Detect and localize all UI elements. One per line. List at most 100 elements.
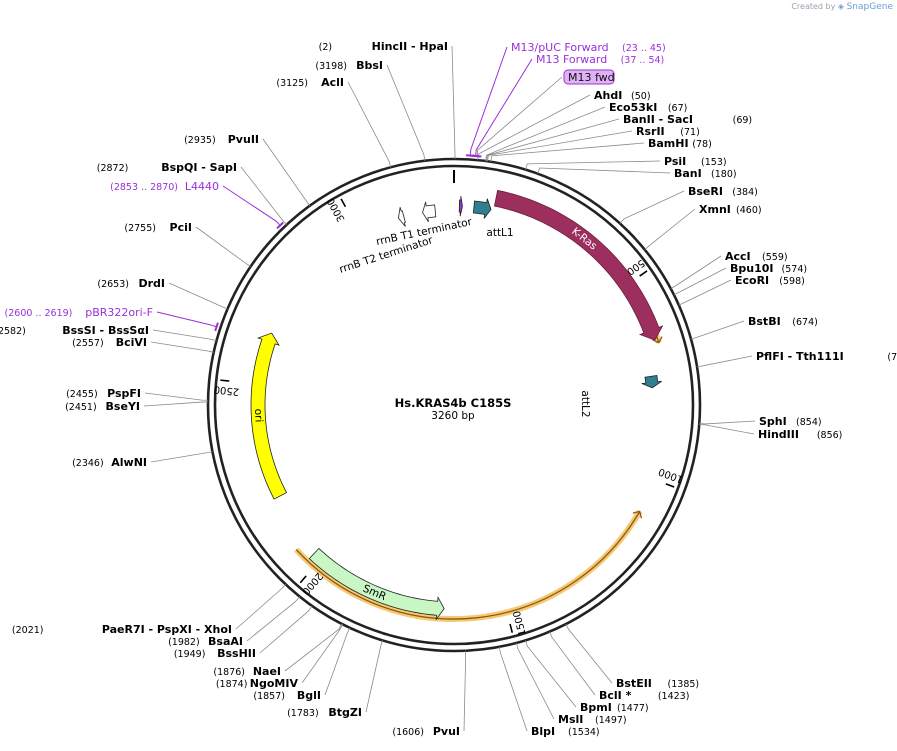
primer-m13-puc-forward[interactable]: M13/pUC Forward(23 .. 45) [511,41,666,54]
site-bspqi-sapi[interactable]: BspQI - SapI(2872) [97,161,237,174]
site-position: (1606) [392,727,424,738]
site-bpmi[interactable]: BpmI(1477) [580,701,649,714]
site-ecori[interactable]: EcoRI(598) [735,274,805,287]
site-name: BamHI [648,137,689,150]
site-leader [195,226,251,267]
site-pvui[interactable]: PvuI(1606) [392,725,460,738]
site-bcli[interactable]: BclI *(1423) [599,689,689,702]
site-blpi[interactable]: BlpI(1534) [531,725,600,738]
feature-attl1[interactable] [472,198,492,219]
site-leader [284,623,343,672]
feature-smr[interactable] [308,547,445,621]
site-leader [549,631,596,696]
site-sphi[interactable]: SphI(854) [759,415,822,428]
site-pspfi[interactable]: PspFI(2455) [66,387,141,400]
site-hindiii[interactable]: HindIII(856) [758,428,842,441]
site-banii-saci[interactable]: BanII - SacI(69) [623,113,752,126]
feature-label-attl1: attL1 [486,227,513,239]
site-pflfi-tth111i[interactable]: PflFI - Tth111I(734) [756,350,897,363]
site-bbsi[interactable]: BbsI(3198) [315,59,383,72]
site-drdi[interactable]: DrdI(2653) [97,277,165,290]
site-position: (78) [692,139,712,150]
site-msli[interactable]: MslI(1497) [558,713,627,726]
site-position: (574) [782,264,808,275]
site-leader [240,166,288,225]
site-name: BstBI [748,315,781,328]
tick-label-1000: 1000 [657,465,685,484]
site-position: (1876) [213,667,245,678]
site-bsteii[interactable]: BstEII(1385) [616,677,699,690]
primer-layer: M13/pUC Forward(23 .. 45)M13 Forward(37 … [5,41,666,332]
site-leader [301,624,343,684]
site-pvuii[interactable]: PvuII(2935) [184,133,259,146]
orf-arrowhead-0 [652,336,663,344]
site-bsshii[interactable]: BssHII(1949) [174,647,256,660]
site-leader [347,81,392,168]
site-bani[interactable]: BanI(180) [674,167,737,180]
primer-pbr322ori-f[interactable]: pBR322ori-F(2600 .. 2619) [5,306,153,319]
site-leader [150,341,214,353]
site-bstbi[interactable]: BstBI (674) [748,315,818,328]
primer-leader [156,311,218,328]
site-bpu10i[interactable]: Bpu10I(574) [730,262,807,275]
site-bsssi-bsss-i[interactable]: BssSI - BssSαI(2582) [0,324,149,337]
tick-mark-1500 [509,623,514,633]
site-eco53ki[interactable]: Eco53kI(67) [609,101,687,114]
backbone [206,157,702,653]
primer-m13-fwd[interactable]: M13 fwd [563,69,615,85]
site-alwni[interactable]: AlwNI(2346) [72,456,147,469]
primer-position: (2853 .. 2870) [110,182,178,193]
site-bsaai[interactable]: BsaAI(1982) [168,635,243,648]
site-name: AlwNI [111,456,147,469]
site-pcii[interactable]: PciI(2755) [124,221,192,234]
site-position: (674) [792,317,818,328]
tick-label-1500: 1500 [512,609,529,636]
site-rsrii[interactable]: RsrII(71) [636,125,700,138]
site-ahdi[interactable]: AhdI(50) [594,89,651,102]
feature-label-ori: ori [252,408,265,422]
site-leader [619,190,685,224]
feature-misc-7[interactable] [458,196,463,217]
feature-k-ras[interactable] [493,189,664,341]
site-name: BssHII [217,647,256,660]
feature-attl2[interactable] [641,375,662,389]
lead-layer [143,45,756,732]
site-bseyi[interactable]: BseYI(2451) [65,400,140,413]
site-name: XmnI [699,203,731,216]
site-paer7i-pspxi-xhoi[interactable]: PaeR7I - PspXI - XhoI(2021) [12,623,232,636]
site-leader [246,596,300,642]
site-acli[interactable]: AclI(3125) [276,76,344,89]
site-xmni[interactable]: XmnI(460) [699,203,762,216]
site-position: (1534) [568,727,600,738]
site-position: (734) [887,352,897,363]
site-name: BanI [674,167,702,180]
site-psii[interactable]: PsiI(153) [664,155,727,168]
site-acci[interactable]: AccI(559) [725,250,788,263]
primer-leader [469,46,508,157]
site-hincii-hpai[interactable]: HincII - HpaI(2) [319,40,448,53]
feature-rrnb-t2-terminator[interactable] [397,207,406,227]
site-name: BbsI [356,59,383,72]
site-bcivi[interactable]: BciVI(2557) [72,336,147,349]
feature-label-attl2: attL2 [579,390,591,417]
feature-ori[interactable] [250,332,288,500]
site-leader [486,118,620,162]
site-position: (1783) [287,708,319,719]
site-leader [515,642,555,720]
site-bseri[interactable]: BseRI(384) [688,185,758,198]
site-bgli[interactable]: BglI(1857) [253,689,321,702]
tick-mark-2500 [220,379,230,382]
site-position: (71) [680,127,700,138]
site-layer: HincII - HpaI(2) BbsI(3198) AclI(3125) PvuI… [0,40,897,738]
site-bamhi[interactable]: BamHI(78) [648,137,712,150]
primer-mark [276,221,284,230]
feature-rrnb-t1-terminator[interactable] [422,201,437,222]
site-btgzi[interactable]: BtgZI (1783) [287,706,362,719]
primer-l4440[interactable]: L4440(2853 .. 2870) [110,180,219,193]
site-name: BtgZI [328,706,362,719]
primer-m13-forward[interactable]: M13 Forward(37 .. 54) [536,53,664,66]
site-position: (2653) [97,279,129,290]
site-naei[interactable]: NaeI(1876) [213,665,281,678]
site-ngomiv[interactable]: NgoMIV(1874) [216,677,299,690]
primer-name: M13 Forward [536,53,607,66]
